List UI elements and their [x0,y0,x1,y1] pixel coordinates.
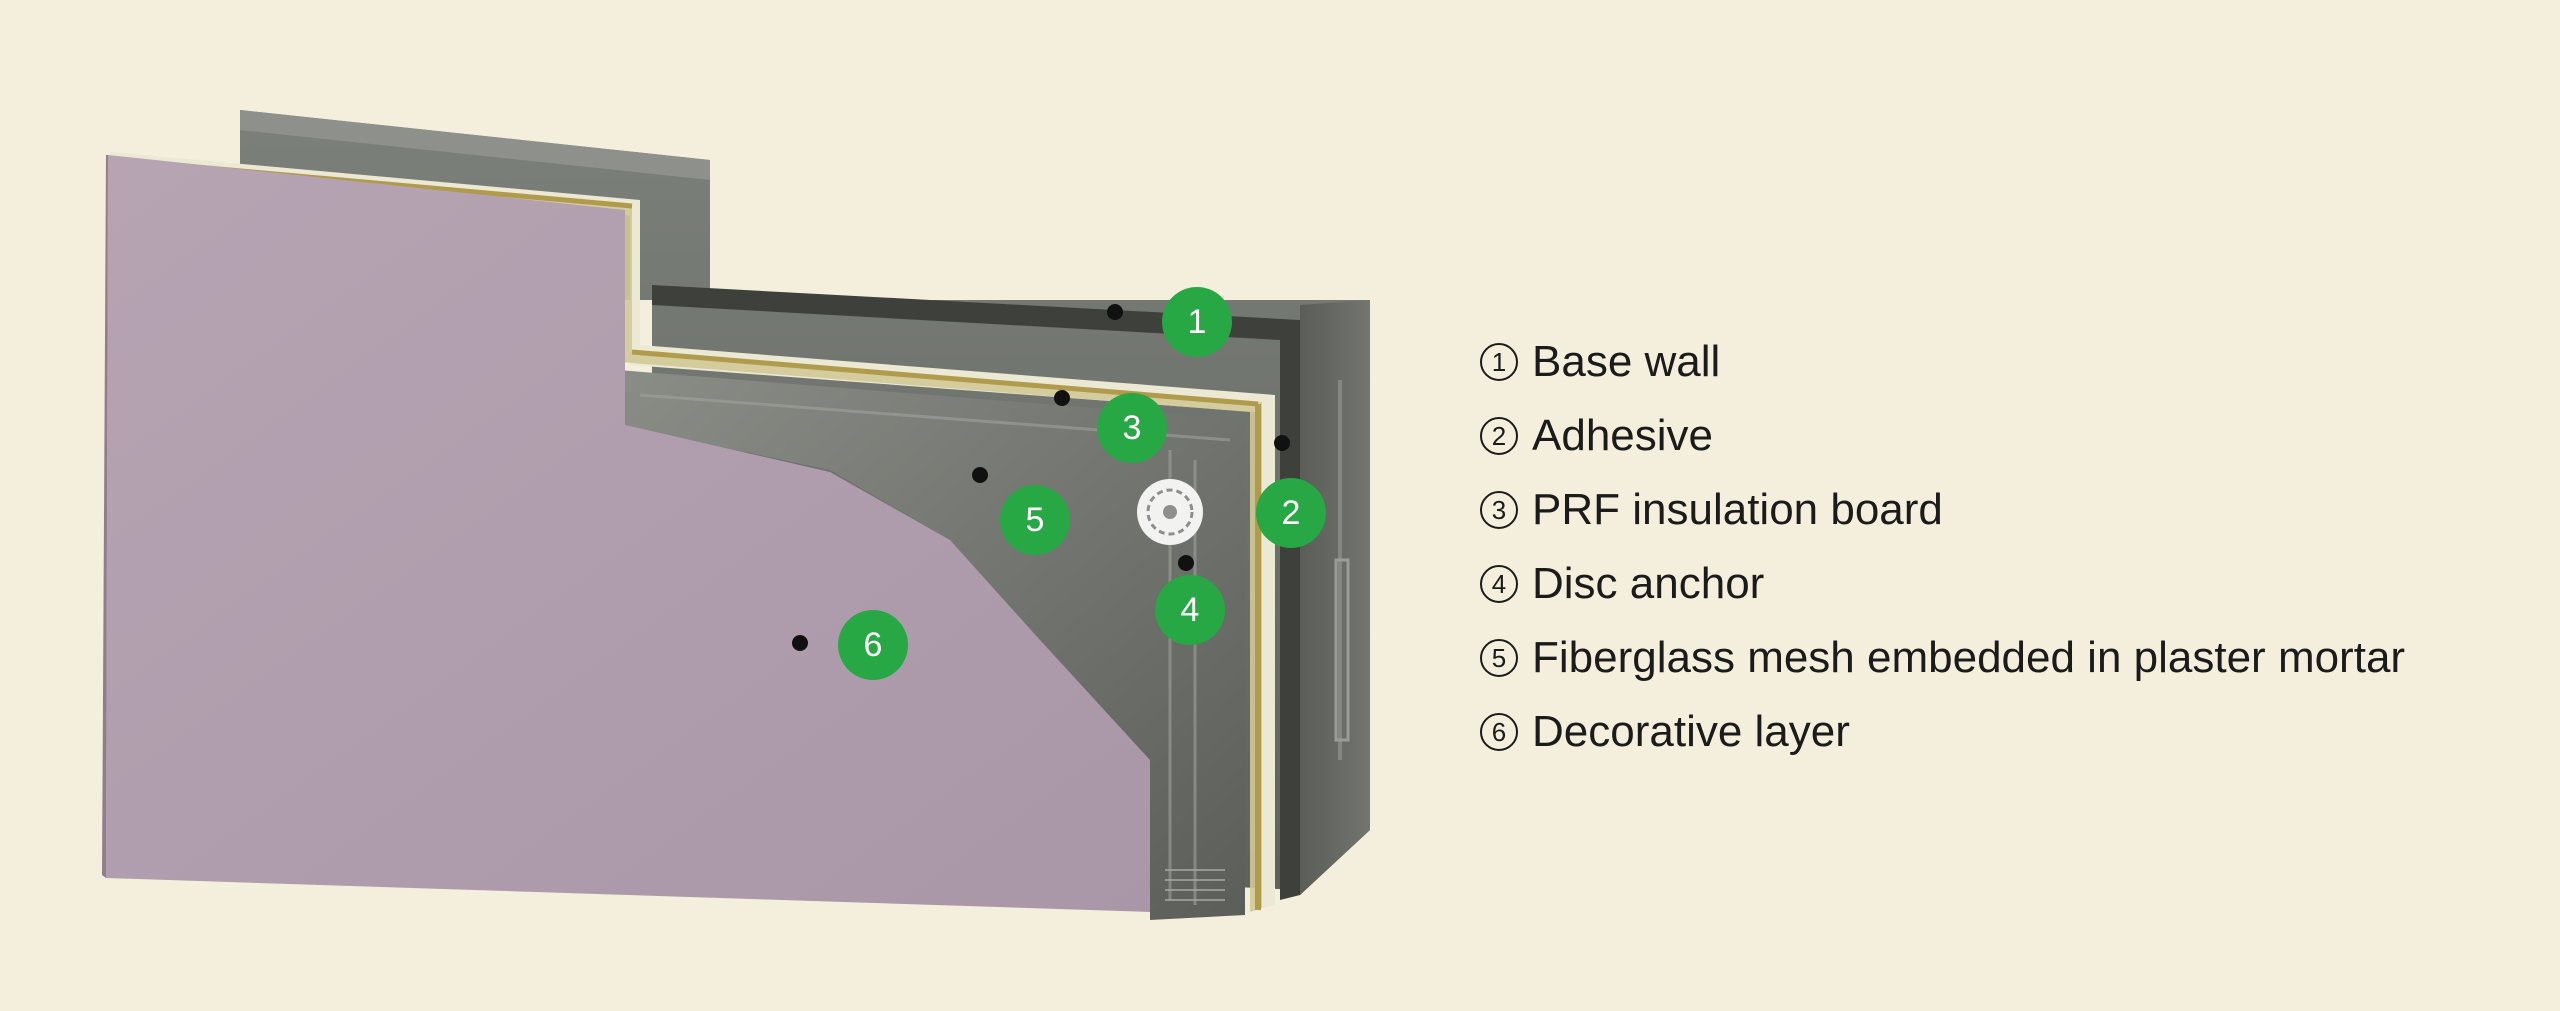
legend-label: PRF insulation board [1532,485,1943,534]
callout-badge-5-label: 5 [1026,501,1045,539]
legend-item-disc-anchor: 4 Disc anchor [1480,547,2405,621]
callout-badge-3-label: 3 [1123,409,1142,447]
pointer-dots [792,304,1290,651]
pointer-dot-2 [1274,435,1290,451]
pointer-dot-5 [972,467,988,483]
callout-badge-4-label: 4 [1181,591,1200,629]
legend-label: Base wall [1532,337,1721,386]
legend-number: 1 [1480,343,1518,381]
callout-badge-6: 6 [838,610,908,680]
legend-item-fiberglass-mesh: 5 Fiberglass mesh embedded in plaster mo… [1480,621,2405,695]
legend-number: 5 [1480,639,1518,677]
callout-badge-4: 4 [1155,575,1225,645]
legend-item-decorative-layer: 6 Decorative layer [1480,695,2405,769]
wall-section-diagram: 1 2 3 4 5 6 [102,110,1370,920]
legend: 1 Base wall 2 Adhesive 3 PRF insulation … [1480,325,2405,769]
legend-number: 4 [1480,565,1518,603]
callout-badge-1-label: 1 [1188,303,1207,341]
legend-label: Adhesive [1532,411,1714,460]
callout-badge-2: 2 [1256,478,1326,548]
disc-anchor-icon [1137,479,1203,545]
legend-label: Decorative layer [1532,707,1850,756]
pointer-dot-6 [792,635,808,651]
callout-badge-6-label: 6 [864,626,883,664]
legend-number: 3 [1480,491,1518,529]
legend-number: 6 [1480,713,1518,751]
callout-badge-5: 5 [1000,485,1070,555]
callout-badge-1: 1 [1162,287,1232,357]
legend-item-base-wall: 1 Base wall [1480,325,2405,399]
legend-label: Disc anchor [1532,559,1765,608]
legend-item-adhesive: 2 Adhesive [1480,399,2405,473]
decorative-layer [102,155,1150,912]
legend-label: Fiberglass mesh embedded in plaster mort… [1532,633,2406,682]
legend-number: 2 [1480,417,1518,455]
callout-badge-3: 3 [1097,393,1167,463]
pointer-dot-3 [1054,390,1070,406]
callout-badge-2-label: 2 [1282,494,1301,532]
pointer-dot-4 [1178,555,1194,571]
pointer-dot-1 [1107,304,1123,320]
legend-item-insulation-board: 3 PRF insulation board [1480,473,2405,547]
